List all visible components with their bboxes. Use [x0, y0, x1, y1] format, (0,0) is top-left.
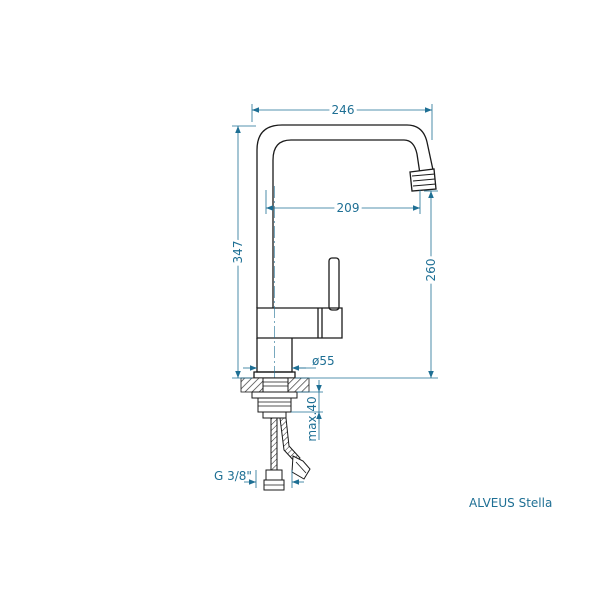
label-overall-width: 246 [332, 103, 355, 117]
mixer-body [256, 307, 343, 339]
label-base-diameter: ø55 [312, 354, 335, 368]
hose-end-fitting [265, 469, 283, 481]
countertop-right [287, 377, 310, 393]
label-spout-height: 260 [424, 259, 438, 282]
fixing-plate [251, 391, 298, 399]
countertop-section [240, 377, 310, 419]
supply-hose-straight [270, 417, 278, 471]
faucet-body [253, 124, 437, 379]
supply-hoses [263, 417, 311, 491]
label-spout-reach: 209 [337, 201, 360, 215]
label-overall-height: 347 [231, 241, 245, 264]
control-lever [328, 257, 340, 311]
dimension-lines [232, 104, 438, 488]
supply-hose-bent [279, 417, 301, 464]
countertop-left [240, 377, 264, 393]
label-max-thickness: max.40 [305, 396, 319, 441]
product-caption: ALVEUS Stella [469, 496, 552, 510]
threaded-shank [262, 377, 289, 393]
spout-inner-contour [272, 139, 421, 308]
label-connection: G 3/8" [214, 469, 252, 483]
fixing-nut [257, 397, 292, 413]
spout-outer-contour [256, 124, 434, 308]
